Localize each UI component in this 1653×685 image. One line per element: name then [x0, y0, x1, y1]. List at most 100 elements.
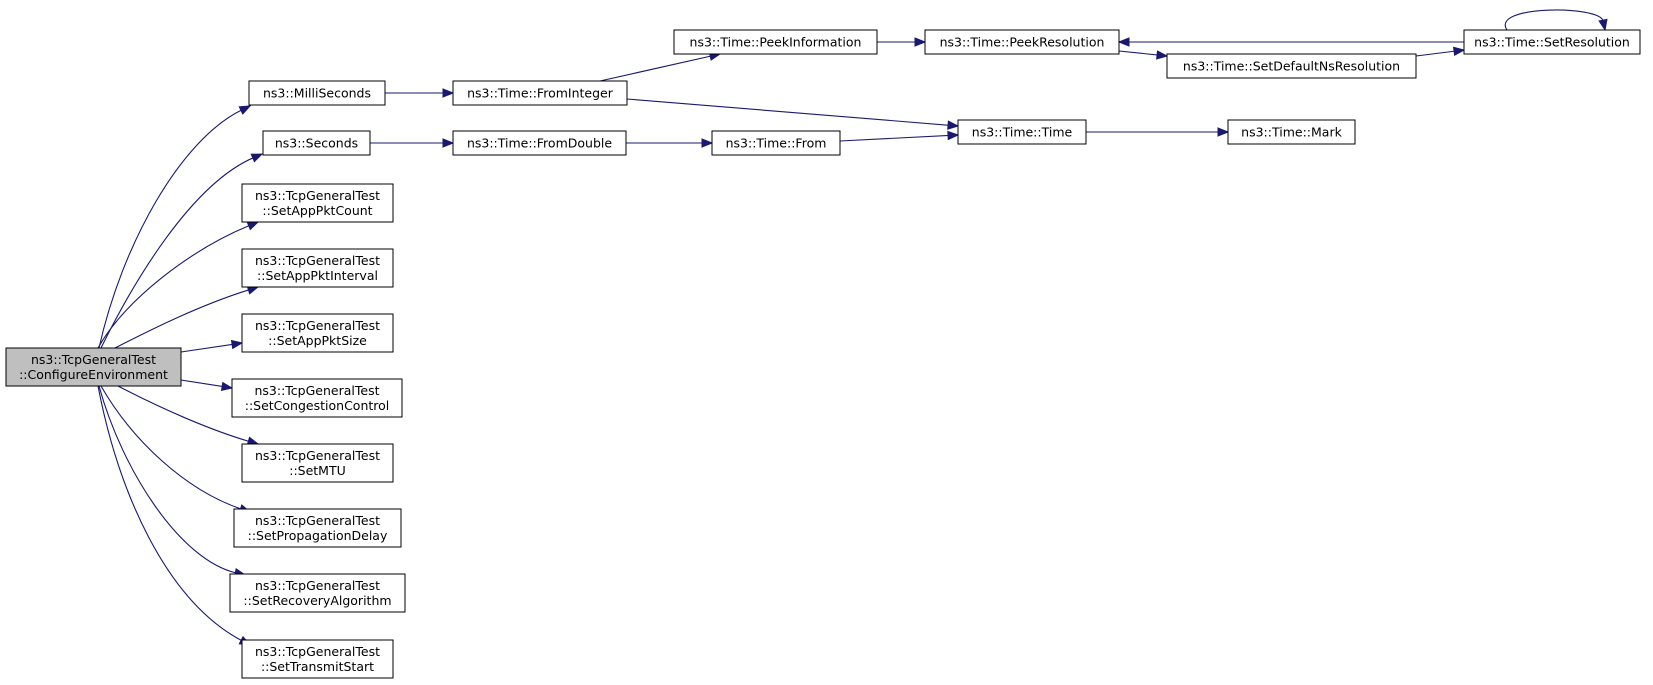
node-time-from[interactable]: ns3::Time::From — [711, 130, 841, 156]
node-time-time[interactable]: ns3::Time::Time — [957, 119, 1087, 145]
node-time-peek-resolution[interactable]: ns3::Time::PeekResolution — [924, 29, 1120, 55]
edge-line — [839, 134, 950, 142]
arrowhead-icon — [1217, 127, 1230, 137]
node-set-propagation-delay[interactable]: ns3::TcpGeneralTest::SetPropagationDelay — [233, 508, 402, 548]
edge-time-set-resolution-to-time-set-resolution — [1504, 9, 1608, 32]
node-box — [262, 130, 371, 156]
node-label: ns3::TcpGeneralTest — [255, 318, 380, 333]
edge-line — [1118, 50, 1159, 56]
node-set-recovery-algorithm[interactable]: ns3::TcpGeneralTest::SetRecoveryAlgorith… — [229, 573, 406, 613]
arrowhead-icon — [220, 381, 234, 392]
node-seconds[interactable]: ns3::Seconds — [262, 130, 371, 156]
node-time-from-integer[interactable]: ns3::Time::FromInteger — [452, 80, 628, 106]
node-box — [229, 573, 406, 613]
edge-time-from-double-to-time-from — [626, 138, 714, 148]
arrowhead-icon — [246, 221, 260, 231]
node-label: ns3::TcpGeneralTest — [255, 513, 380, 528]
edge-time-time-to-time-mark — [1086, 127, 1230, 137]
edge-configure-environment-to-seconds — [100, 153, 264, 349]
edge-time-set-default-ns-resolution-to-time-set-resolution — [1415, 46, 1466, 57]
node-box — [233, 508, 402, 548]
node-label: ns3::Time::SetDefaultNsResolution — [1183, 59, 1400, 74]
edge-line — [98, 109, 243, 349]
edge-configure-environment-to-set-mtu — [117, 385, 260, 446]
node-label: ns3::TcpGeneralTest — [255, 578, 380, 593]
node-label: ns3::Seconds — [275, 136, 358, 151]
node-label: ::SetAppPktSize — [268, 333, 367, 348]
arrowhead-icon — [947, 120, 960, 130]
node-label: ::SetRecoveryAlgorithm — [243, 593, 391, 608]
node-label: ::SetTransmitStart — [261, 659, 374, 674]
node-label: ::SetAppPktCount — [262, 203, 372, 218]
node-label: ::SetCongestionControl — [245, 398, 390, 413]
node-time-set-resolution[interactable]: ns3::Time::SetResolution — [1463, 29, 1641, 55]
node-box — [711, 130, 841, 156]
edge-line — [97, 224, 250, 349]
node-time-mark[interactable]: ns3::Time::Mark — [1227, 119, 1356, 145]
edge-line — [626, 98, 950, 126]
node-label: ns3::Time::Mark — [1241, 125, 1342, 140]
node-label: ns3::Time::PeekInformation — [690, 35, 862, 50]
arrowhead-icon — [1117, 37, 1130, 47]
node-configure-environment[interactable]: ns3::TcpGeneralTest::ConfigureEnvironmen… — [5, 347, 182, 387]
arrowhead-icon — [701, 138, 714, 148]
node-label: ::SetPropagationDelay — [248, 528, 388, 543]
arrowhead-icon — [914, 37, 927, 47]
edge-configure-environment-to-set-app-pkt-size — [180, 339, 244, 353]
edge-line — [180, 379, 224, 388]
edge-configure-environment-to-set-recovery-algorithm — [98, 385, 247, 578]
node-layer: ns3::TcpGeneralTest::ConfigureEnvironmen… — [5, 29, 1641, 679]
edge-configure-environment-to-set-propagation-delay — [100, 385, 252, 514]
edge-time-from-integer-to-time-peek-information — [599, 51, 722, 82]
edge-seconds-to-time-from-double — [370, 138, 455, 148]
node-set-mtu[interactable]: ns3::TcpGeneralTest::SetMTU — [241, 443, 394, 483]
arrowhead-icon — [1156, 50, 1169, 60]
edge-layer — [97, 9, 1608, 646]
node-label: ns3::Time::FromDouble — [467, 136, 612, 151]
arrowhead-icon — [1598, 18, 1608, 32]
edge-time-peek-information-to-time-peek-resolution — [877, 37, 927, 47]
edge-line — [98, 385, 237, 574]
node-set-transmit-start[interactable]: ns3::TcpGeneralTest::SetTransmitStart — [241, 639, 394, 679]
node-milliseconds[interactable]: ns3::MilliSeconds — [248, 80, 386, 106]
arrowhead-icon — [947, 130, 960, 141]
node-label: ns3::Time::Time — [972, 125, 1073, 140]
arrowhead-icon — [230, 339, 244, 350]
node-label: ns3::TcpGeneralTest — [31, 352, 156, 367]
node-box — [248, 80, 386, 106]
node-box — [241, 313, 394, 353]
edge-configure-environment-to-set-transmit-start — [97, 385, 252, 646]
node-label: ns3::TcpGeneralTest — [255, 448, 380, 463]
edge-configure-environment-to-set-app-pkt-interval — [114, 285, 260, 349]
node-box — [1227, 119, 1356, 145]
arrowhead-icon — [238, 105, 252, 115]
node-set-app-pkt-count[interactable]: ns3::TcpGeneralTest::SetAppPktCount — [241, 183, 394, 223]
node-box — [5, 347, 182, 387]
edge-line — [114, 289, 250, 349]
node-box — [1463, 29, 1641, 55]
node-time-peek-information[interactable]: ns3::Time::PeekInformation — [673, 29, 878, 55]
node-label: ns3::TcpGeneralTest — [254, 383, 379, 398]
node-label: ns3::Time::PeekResolution — [940, 35, 1105, 50]
node-time-from-double[interactable]: ns3::Time::FromDouble — [452, 130, 627, 156]
edge-line — [100, 385, 242, 510]
node-box — [452, 80, 628, 106]
node-label: ns3::MilliSeconds — [263, 86, 371, 101]
edge-configure-environment-to-set-app-pkt-count — [97, 221, 260, 349]
node-set-app-pkt-size[interactable]: ns3::TcpGeneralTest::SetAppPktSize — [241, 313, 394, 353]
node-time-set-default-ns-resolution[interactable]: ns3::Time::SetDefaultNsResolution — [1166, 53, 1417, 79]
edge-line — [100, 157, 254, 349]
edge-milliseconds-to-time-from-integer — [385, 88, 455, 98]
node-label: ::SetMTU — [289, 463, 346, 478]
node-box — [241, 639, 394, 679]
edge-configure-environment-to-set-congestion-control — [180, 379, 234, 392]
node-label: ns3::TcpGeneralTest — [255, 188, 380, 203]
node-box — [924, 29, 1120, 55]
node-set-congestion-control[interactable]: ns3::TcpGeneralTest::SetCongestionContro… — [231, 378, 403, 418]
edge-line — [117, 385, 250, 443]
node-box — [241, 248, 394, 288]
edge-line — [97, 385, 243, 642]
node-box — [241, 183, 394, 223]
node-set-app-pkt-interval[interactable]: ns3::TcpGeneralTest::SetAppPktInterval — [241, 248, 394, 288]
